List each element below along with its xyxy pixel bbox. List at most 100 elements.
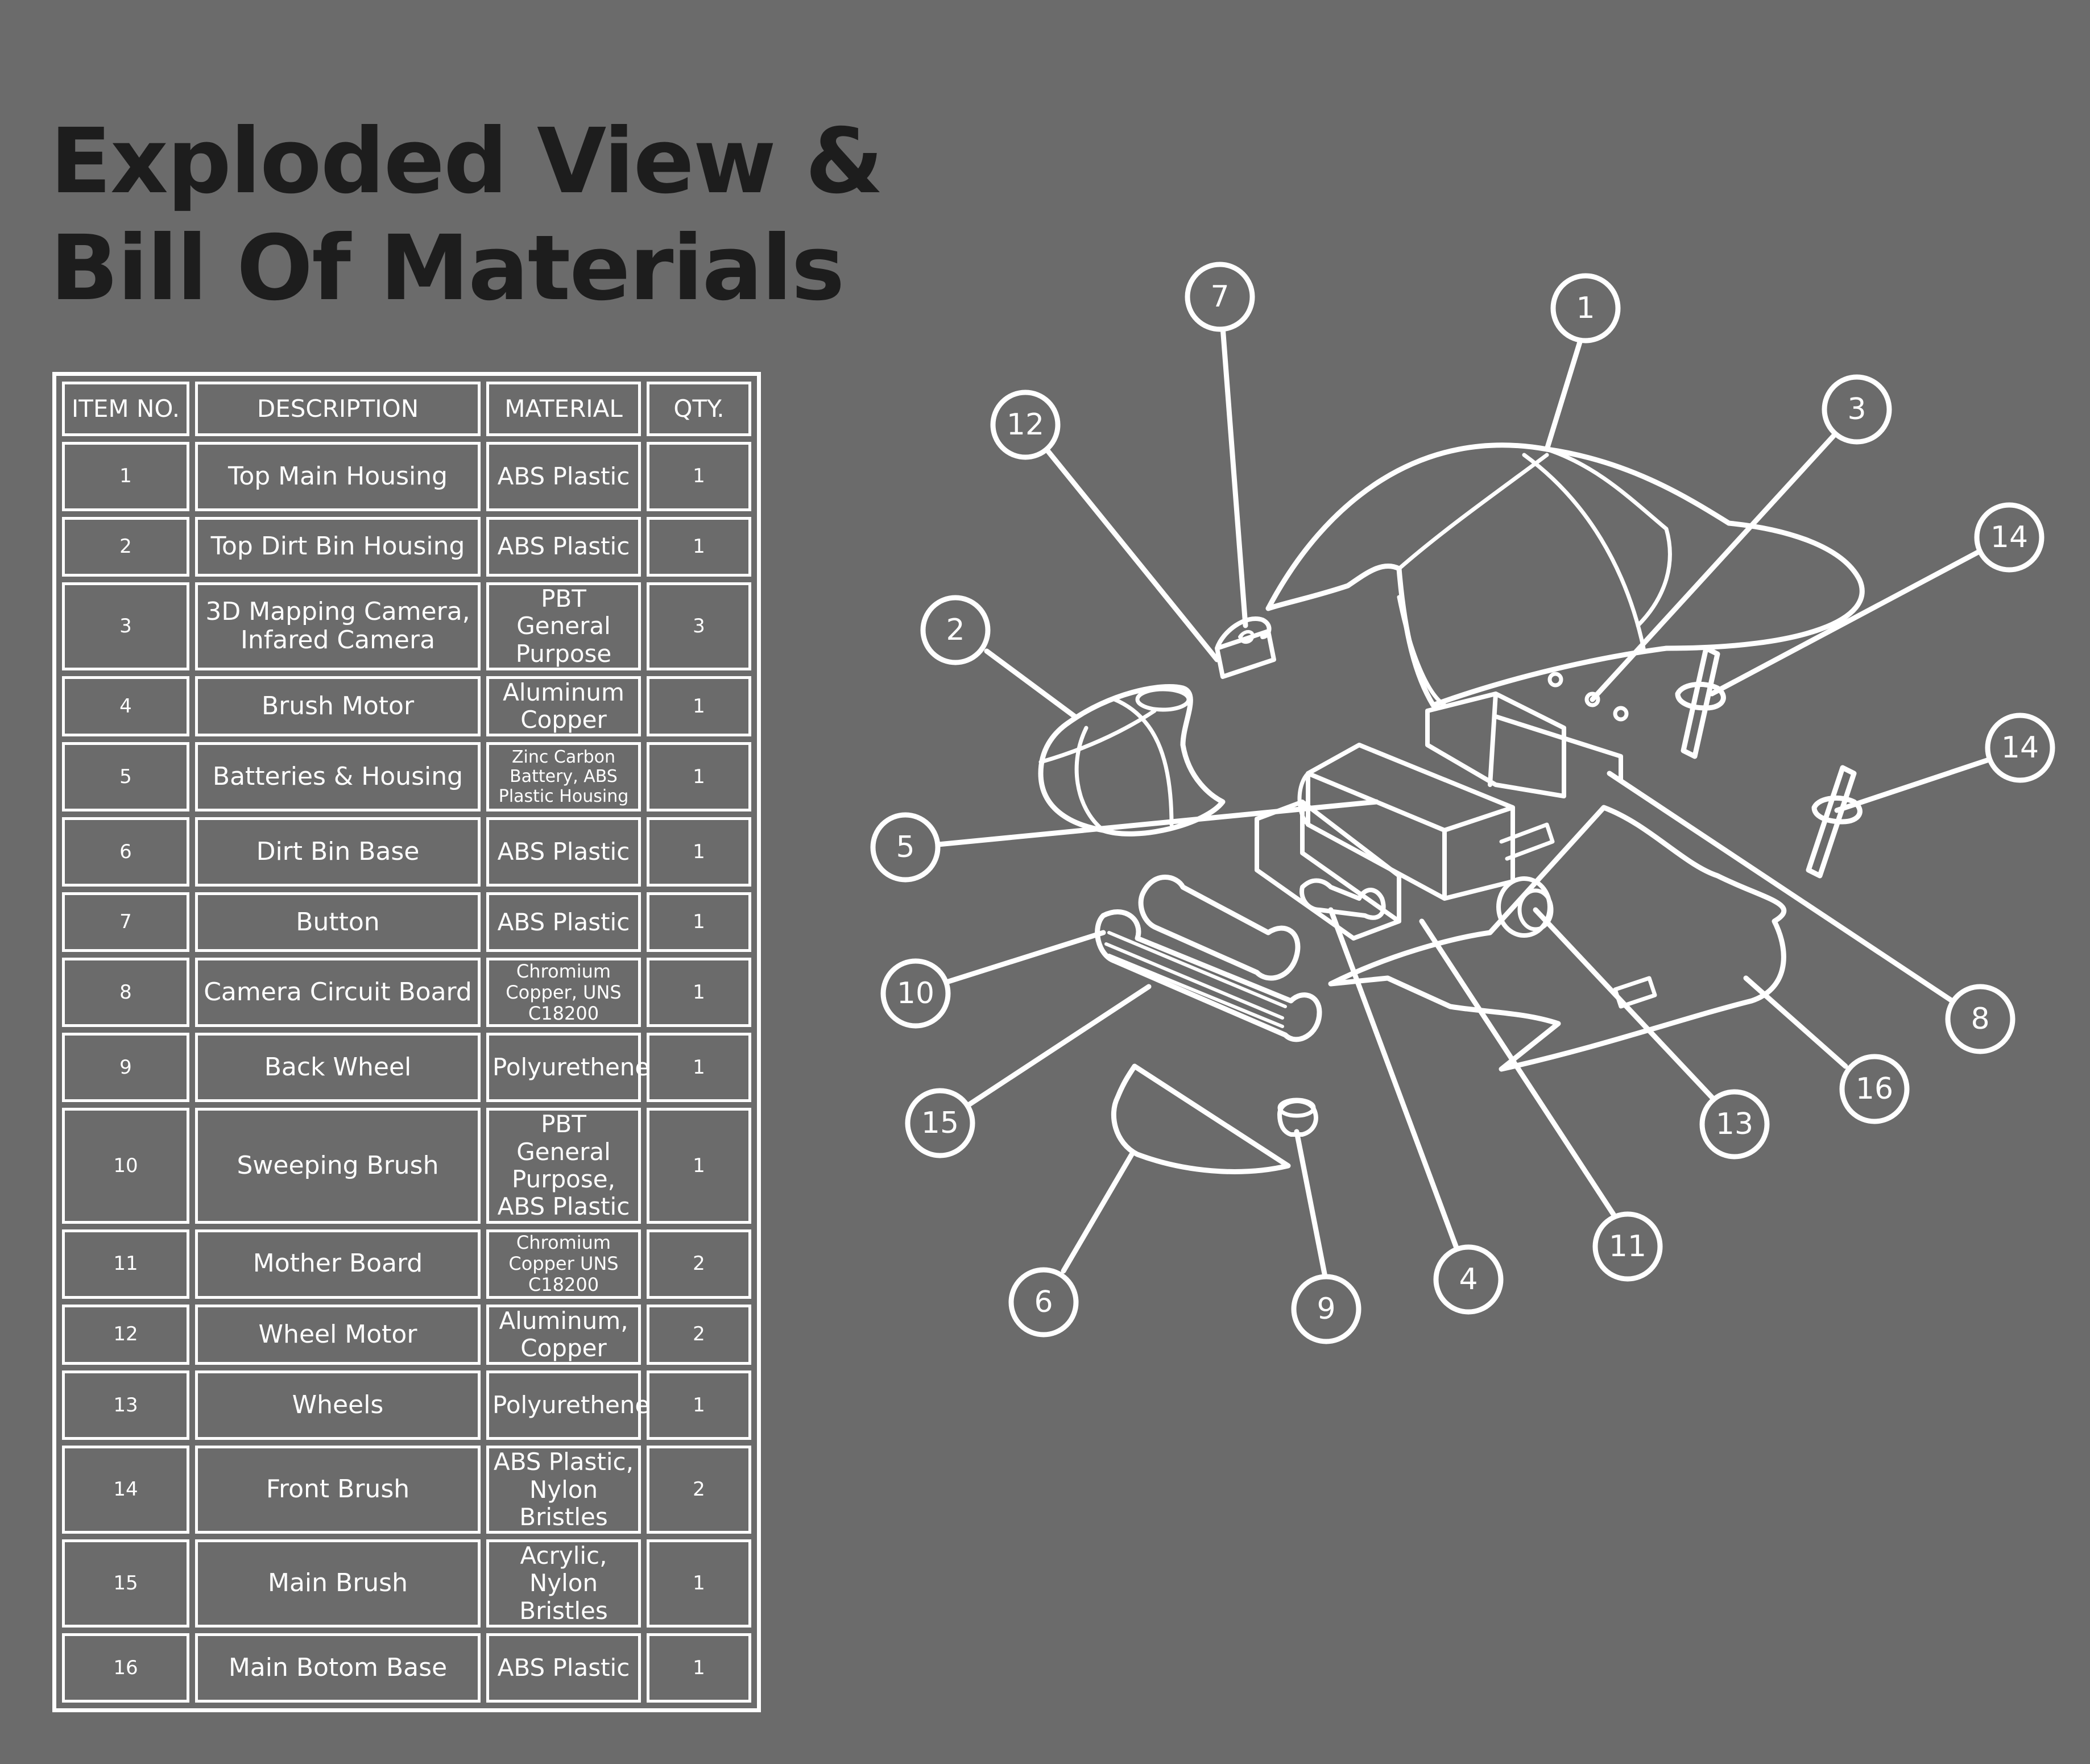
description-cell: Back Wheel <box>195 1033 481 1103</box>
callout-number: 8 <box>1971 1002 1989 1036</box>
callout-circle <box>1550 273 1621 343</box>
dirt-bin-housing-curve <box>1038 697 1174 833</box>
table-row: 12 Wheel Motor Aluminum, Copper 2 <box>62 1304 751 1365</box>
item-no-cell: 8 <box>62 958 189 1028</box>
callout-circle <box>1592 1211 1663 1282</box>
top-main-housing-part <box>1265 442 1865 708</box>
material-cell: PBT General Purpose, ABS Plastic <box>486 1108 641 1224</box>
item-no-cell: 14 <box>62 1446 189 1534</box>
main-bottom-base-part <box>1328 805 1786 1072</box>
material-cell: ABS Plastic <box>486 442 641 511</box>
callout-number: 6 <box>1034 1285 1053 1319</box>
callout-13: 13 <box>1699 1089 1770 1160</box>
qty-cell: 2 <box>647 1304 751 1365</box>
material-cell: ABS Plastic <box>486 517 641 577</box>
dirt-bin-base-part <box>1111 1063 1291 1174</box>
table-row: 15 Main Brush Acrylic, Nylon Bristles 1 <box>62 1539 751 1628</box>
leader-11 <box>1419 918 1618 1220</box>
qty-cell: 1 <box>647 676 751 737</box>
callout-1: 1 <box>1550 273 1621 343</box>
sweeping-brush-part <box>1095 909 1322 1042</box>
table-row: 6 Dirt Bin Base ABS Plastic 1 <box>62 817 751 887</box>
item-no-cell: 3 <box>62 582 189 670</box>
callout-circle <box>1974 502 2045 573</box>
button-swirl <box>1238 630 1255 644</box>
leader-1 <box>1544 336 1584 452</box>
item-no-cell: 5 <box>62 742 189 812</box>
callout-circle <box>880 958 951 1029</box>
callout-14: 14 <box>1985 713 2055 783</box>
housing-rear-edge <box>1397 595 1447 707</box>
callout-circle <box>1433 1244 1504 1315</box>
description-cell: Wheels <box>195 1370 481 1440</box>
table-row: 7 Button ABS Plastic 1 <box>62 892 751 953</box>
front-brush-part-a <box>1675 645 1726 759</box>
qty-cell: 1 <box>647 1370 751 1440</box>
description-cell: Mother Board <box>195 1229 481 1299</box>
callout-circle <box>1291 1274 1361 1344</box>
leader-3 <box>1590 429 1840 702</box>
leader-9 <box>1294 1129 1328 1279</box>
callout-number: 10 <box>897 976 934 1011</box>
table-header-row: ITEM NO. DESCRIPTION MATERIAL QTY. <box>62 382 751 436</box>
description-cell: Main Botom Base <box>195 1633 481 1703</box>
callout-4: 4 <box>1433 1244 1504 1315</box>
description-cell: 3D Mapping Camera, Infared Camera <box>195 582 481 670</box>
callout-circle <box>990 390 1061 460</box>
callout-number: 15 <box>921 1106 959 1140</box>
material-cell: Polyurethene <box>486 1033 649 1103</box>
table-row: 13 Wheels Polyurethene 1 <box>62 1370 751 1440</box>
material-cell: ABS Plastic <box>486 892 641 953</box>
main-brush-part <box>1138 875 1301 981</box>
description-cell: Brush Motor <box>195 676 481 737</box>
description-cell: Camera Circuit Board <box>195 958 481 1028</box>
callout-circle <box>1008 1267 1079 1338</box>
callout-number: 11 <box>1609 1229 1646 1264</box>
callout-number: 9 <box>1317 1292 1335 1326</box>
callout-16: 16 <box>1839 1054 1910 1124</box>
material-cell: Chromium Copper, UNS C18200 <box>486 958 641 1028</box>
qty-cell: 2 <box>647 1446 751 1534</box>
callout-number: 12 <box>1007 408 1044 442</box>
callout-3: 3 <box>1822 374 1892 445</box>
material-cell: Polyurethene <box>486 1370 649 1440</box>
description-cell: Sweeping Brush <box>195 1108 481 1224</box>
header-item-no: ITEM NO. <box>62 382 189 436</box>
description-cell: Main Brush <box>195 1539 481 1628</box>
callout-circle <box>870 812 941 883</box>
callout-number: 4 <box>1459 1262 1478 1297</box>
description-cell: Batteries & Housing <box>195 742 481 812</box>
leader-10 <box>938 930 1106 987</box>
bill-of-materials-table: ITEM NO. DESCRIPTION MATERIAL QTY. 1 Top… <box>52 372 761 1713</box>
callout-number: 1 <box>1576 291 1595 325</box>
description-cell: Dirt Bin Base <box>195 817 481 887</box>
qty-cell: 1 <box>647 742 751 812</box>
callout-number: 7 <box>1210 280 1229 314</box>
leader-4 <box>1328 907 1462 1257</box>
qty-cell: 1 <box>647 958 751 1028</box>
leader-2 <box>984 648 1078 719</box>
item-no-cell: 1 <box>62 442 189 511</box>
leader-12 <box>1044 446 1220 662</box>
callout-number: 14 <box>1990 520 2028 554</box>
camera-lens-b <box>1584 691 1600 707</box>
callout-number: 14 <box>2001 731 2039 765</box>
qty-cell: 1 <box>647 442 751 511</box>
page-title-line-2: Bill Of Materials <box>50 216 845 321</box>
item-no-cell: 9 <box>62 1033 189 1103</box>
item-no-cell: 2 <box>62 517 189 577</box>
housing-ridge <box>1397 447 1672 651</box>
front-brush-part-b <box>1806 765 1863 879</box>
qty-cell: 1 <box>647 1539 751 1628</box>
table-row: 4 Brush Motor Aluminum Copper 1 <box>62 676 751 737</box>
table-row: 16 Main Botom Base ABS Plastic 1 <box>62 1633 751 1703</box>
mother-board-part <box>1255 800 1401 941</box>
material-cell: Acrylic, Nylon Bristles <box>486 1539 641 1628</box>
brush-motor-part <box>1299 878 1386 920</box>
material-cell: ABS Plastic, Nylon Bristles <box>486 1446 641 1534</box>
table-row: 5 Batteries & Housing Zinc Carbon Batter… <box>62 742 751 812</box>
page-title-line-1: Exploded View & <box>50 109 884 214</box>
callout-11: 11 <box>1592 1211 1663 1282</box>
header-qty: QTY. <box>647 382 751 436</box>
callout-9: 9 <box>1291 1274 1361 1344</box>
